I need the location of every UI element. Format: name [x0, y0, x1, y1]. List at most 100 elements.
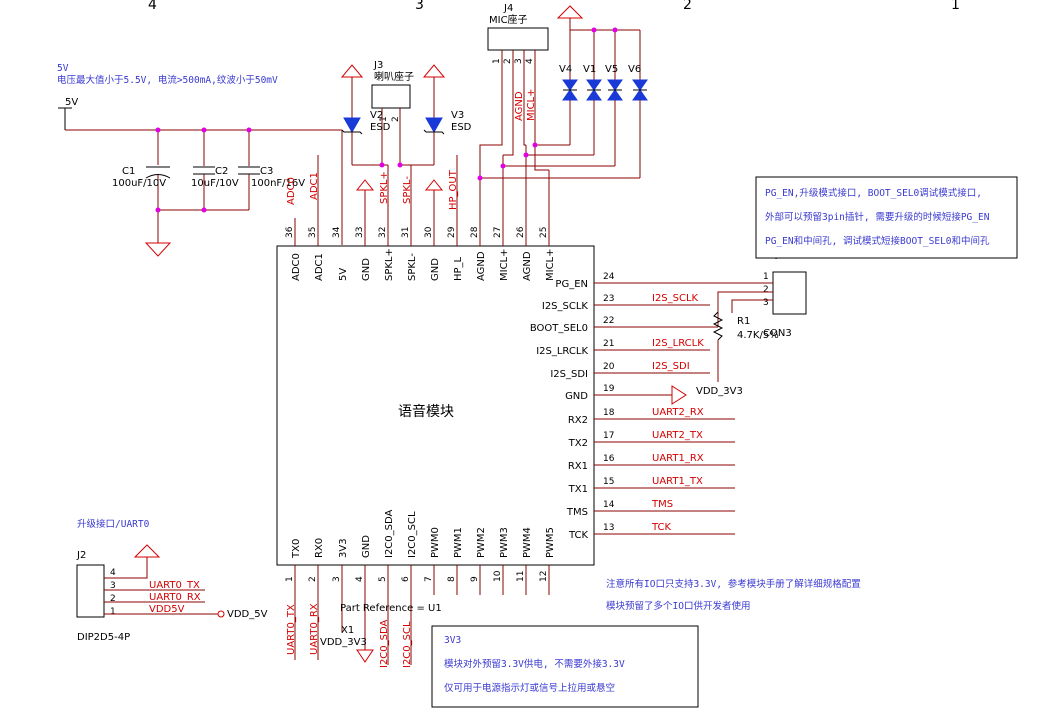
net-label-uart2-rx: UART2_RX [652, 407, 704, 418]
pin-number: 35 [308, 227, 318, 238]
j2-net: UART0_TX [149, 580, 200, 591]
tvs-ref: V6 [628, 64, 641, 75]
bottom-pin: 2 RX0 [308, 538, 325, 660]
pin-name: TX1 [568, 484, 588, 495]
ground-symbol [356, 649, 374, 663]
pin-number: 25 [539, 227, 549, 238]
upgrade-note: 升级接口/UART0 [77, 518, 150, 530]
v2-desc: ESD [370, 122, 391, 133]
right-pin: 24 PG_EN [555, 272, 755, 290]
pin-number: 17 [603, 431, 614, 441]
ground-symbol [424, 179, 444, 191]
j2-value: DIP2D5-4P [77, 632, 130, 643]
pin-number: 2 [308, 576, 318, 582]
pin-name: AGND [476, 251, 487, 281]
j5-pin: 3 [763, 298, 769, 308]
part-reference: Part Reference = U1 [340, 603, 442, 614]
junction [379, 162, 385, 168]
resistor-r1: R1 4.7K/5% VDD_3V3 [696, 311, 779, 397]
ground-symbol [355, 179, 375, 191]
pin-name: PWM2 [476, 527, 487, 558]
pin-number: 36 [285, 226, 295, 238]
pin-name: RX0 [314, 538, 325, 558]
junction [201, 207, 207, 213]
net-label-agnd: AGND [514, 91, 525, 121]
top-pin: 25 MICL+ [539, 170, 556, 281]
junction [612, 27, 618, 33]
pin-name: PWM1 [453, 527, 464, 558]
vdd-5v-label: VDD_5V [227, 609, 268, 620]
j5-value: CON3 [763, 328, 792, 339]
c3-value: 100nF/16V [251, 178, 305, 189]
pin-number: 5 [378, 576, 388, 582]
top-pin: 29 HP_L [447, 155, 464, 281]
module-top-pins: 36 ADC0 35 ADC1 34 5V 33 GND 32 SPKL+ 31… [285, 145, 556, 281]
pin-name: I2C0_SCL [407, 511, 418, 558]
top-pin: 34 5V [332, 226, 349, 281]
ground-symbol [144, 242, 172, 257]
ground-symbol [133, 544, 161, 558]
v33-note-line: 3V3 [444, 635, 461, 646]
pin-number: 28 [470, 226, 480, 238]
bottom-pin: 9 PWM2 [470, 527, 487, 595]
right-pin: 16 RX1 [568, 454, 735, 472]
bottom-pin: 1 TX0 [285, 539, 302, 660]
right-pin: 13 TCK [568, 523, 735, 541]
bottom-pin: 10 PWM3 [493, 527, 510, 595]
net-label-i2s-sclk: I2S_SCLK [652, 293, 699, 304]
wire-j5-3 [731, 299, 773, 313]
pin-name: TMS [566, 507, 588, 518]
pin-number: 31 [401, 227, 411, 238]
wire-j5-2 [717, 291, 773, 327]
pin-name: GND [565, 391, 588, 402]
wire-j4-3 [523, 50, 526, 146]
pin-number: 6 [401, 576, 411, 582]
net-label-uart2-tx: UART2_TX [652, 430, 703, 441]
pin-number: 13 [603, 523, 614, 533]
power-5v-note: 电压最大值小于5.5V, 电流>500mA,纹波小于50mV [57, 74, 278, 86]
pin-number: 32 [378, 227, 388, 238]
ground-symbol [671, 385, 687, 405]
capacitor-c2: C2 10uF/10V [191, 130, 239, 210]
net-label-uart0-rx: UART0_RX [309, 603, 320, 655]
pin-number: 30 [424, 226, 434, 238]
top-pin: 31 SPKL- [401, 165, 418, 281]
net-label-spkl-plus: SPKL+ [379, 171, 390, 204]
jtag-note-box [755, 176, 1018, 259]
junction [201, 127, 207, 133]
v33-note-line: 仅可用于电源指示灯或信号上拉用或悬空 [444, 682, 615, 694]
net-label-tms: TMS [651, 499, 673, 510]
net-label-uart0-tx: UART0_TX [286, 604, 297, 655]
bottom-pin: 5 I2C0_SDA [378, 509, 395, 665]
pin-number: 27 [493, 227, 503, 238]
right-pin: 19 GND [565, 384, 672, 402]
j2-net: VDD5V [149, 604, 185, 615]
pin-number: 15 [603, 477, 614, 487]
net-label-i2c0-sda: I2C0_SDA [379, 619, 390, 668]
j3-pin: 2 [391, 116, 401, 122]
net-label-adc0: ADC0 [286, 177, 297, 205]
j4-ref: J4 [503, 3, 513, 14]
pin-name: I2C0_SDA [384, 509, 395, 558]
pin-name: PWM0 [430, 527, 441, 558]
j5-pin: 1 [763, 272, 769, 282]
bottom-pin: 3 3V3 [332, 538, 349, 632]
pin-name: MICL+ [545, 248, 556, 281]
j2-net: UART0_RX [149, 592, 201, 603]
tvs-ref: V1 [583, 64, 596, 75]
net-label-hp-out: HP_OUT [448, 169, 459, 210]
top-pin: 30 GND [424, 190, 441, 281]
wire-j4-4 [534, 50, 549, 171]
pin-number: 29 [447, 226, 457, 238]
pin-name: TX2 [568, 438, 588, 449]
bottom-pin: 11 PWM4 [516, 527, 533, 595]
bottom-pin: 7 PWM0 [424, 527, 441, 595]
bottom-pin: 12 PWM5 [539, 527, 556, 595]
j5-pin: 2 [763, 285, 769, 295]
junction [477, 175, 483, 181]
v2-ref: V2 [370, 110, 383, 121]
jtag-note-line: PG_EN和中间孔, 调试模式短接BOOT_SEL0和中间孔 [765, 235, 990, 247]
top-pin: 28 AGND [470, 178, 487, 281]
top-pin: 35 ADC1 [308, 155, 325, 281]
tvs-diode-v6: V6 [628, 30, 648, 178]
